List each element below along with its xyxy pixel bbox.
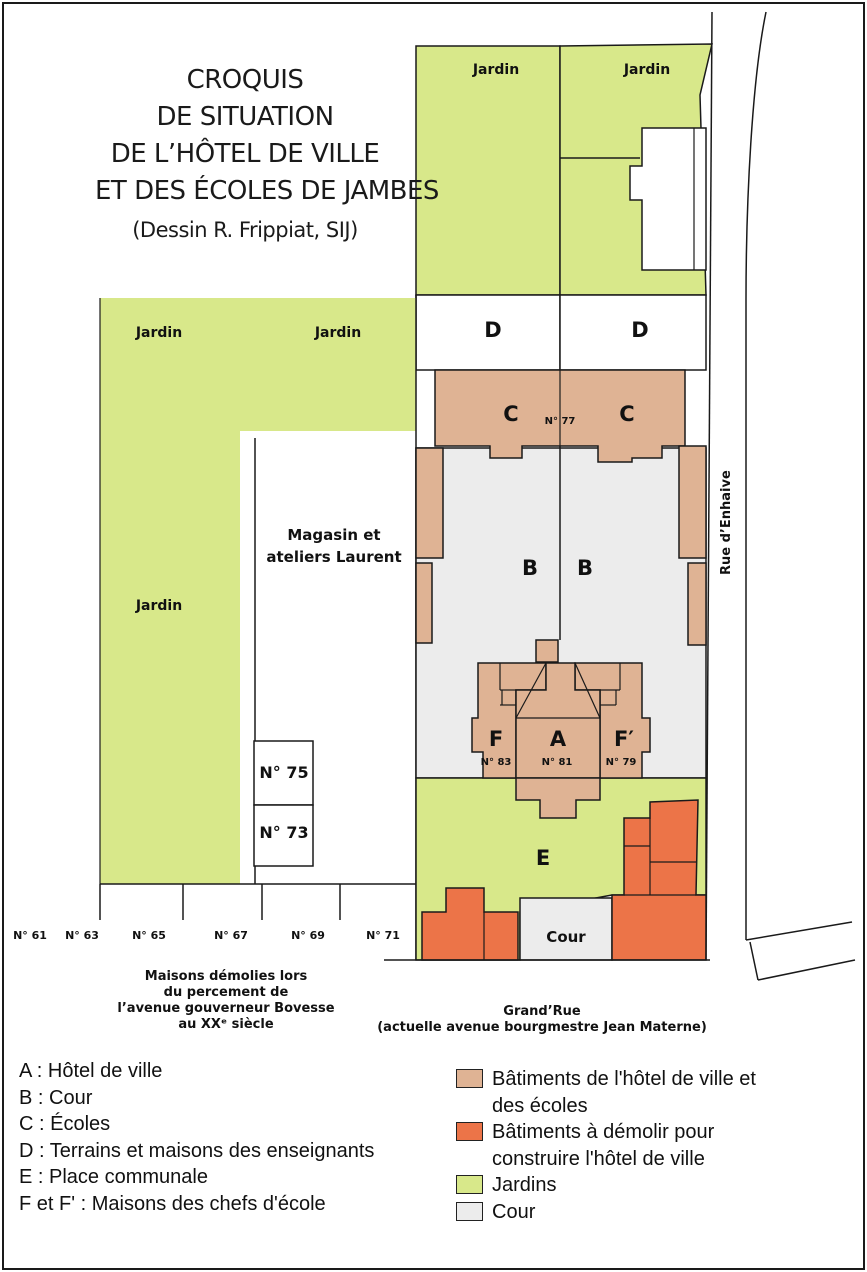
swatch-batiments	[456, 1069, 483, 1088]
label-no73: N° 73	[259, 823, 309, 842]
label-jardin-left-3: Jardin	[135, 598, 183, 614]
label-b-left: B	[521, 556, 539, 580]
label-c-left: C	[503, 402, 519, 426]
legend-demolir: Bâtiments à démolir pour construire l'hô…	[456, 1119, 756, 1172]
street-number-69: N° 69	[291, 929, 325, 942]
legend-cour-line-1: Cour	[492, 1200, 536, 1223]
legend-key-c: C : Écoles	[19, 1113, 111, 1136]
street-number-61: N° 61	[13, 929, 47, 942]
title-line-1: CROQUIS	[186, 65, 304, 95]
courtyard-small	[519, 897, 613, 961]
title-line-3: DE L’HÔTEL DE VILLE	[110, 139, 380, 169]
legend-key-a: A : Hôtel de ville	[19, 1060, 163, 1082]
title-line-2: DE SITUATION	[156, 102, 334, 132]
label-d-left: D	[484, 318, 502, 342]
street-number-63: N° 63	[65, 929, 99, 942]
legend-colors: Bâtiments de l'hôtel de ville et des éco…	[456, 1066, 756, 1226]
label-e: E	[535, 846, 551, 870]
label-f-prime: F′	[614, 727, 634, 751]
label-no77: N° 77	[544, 416, 576, 427]
swatch-demolir	[456, 1122, 483, 1142]
map-title: CROQUIS DE SITUATION DE L’HÔTEL DE VILLE…	[95, 62, 439, 249]
swatch-jardins	[456, 1175, 483, 1195]
plot-d-left	[415, 294, 561, 371]
note-grand-rue: Grand’Rue (actuelle avenue bourgmestre J…	[377, 1004, 707, 1036]
drawing-credit: (Dessin R. Frippiat, SIJ)	[132, 218, 358, 242]
note-maisons-demolies: Maisons démolies lors du percement de l’…	[117, 969, 334, 1033]
label-b-right: B	[576, 556, 594, 580]
house-no73	[253, 804, 314, 867]
legend-batiments: Bâtiments de l'hôtel de ville et des éco…	[456, 1066, 756, 1119]
label-no75: N° 75	[259, 763, 309, 782]
legend-key-f: F et F' : Maisons des chefs d'école	[19, 1192, 326, 1215]
note-maisons-line-1: Maisons démolies lors	[144, 969, 308, 984]
swatch-cour	[456, 1201, 483, 1221]
label-magasin-1: Magasin et	[287, 526, 381, 544]
note-maisons-line-3: l’avenue gouverneur Bovesse	[117, 1001, 335, 1016]
legend-batiments-line-1: Bâtiments de l'hôtel de ville et	[492, 1068, 756, 1090]
street-number-67: N° 67	[214, 929, 248, 942]
label-jardin-left-2: Jardin	[314, 325, 362, 341]
legend-batiments-line-2: des écoles	[492, 1094, 588, 1117]
legend-demolir-line-1: Bâtiments à démolir pour	[492, 1121, 715, 1144]
legend-key-e: E : Place communale	[19, 1166, 208, 1189]
title-line-4: ET DES ÉCOLES DE JAMBES	[95, 176, 439, 206]
legend-demolir-line-2: construire l'hôtel de ville	[492, 1147, 705, 1170]
street-number-65: N° 65	[132, 929, 166, 942]
note-maisons-line-2: du percement de	[163, 985, 289, 1000]
legend-key-b: B : Cour	[19, 1086, 93, 1109]
label-d-right: D	[631, 318, 649, 342]
note-grand-rue-line-1: Grand’Rue	[503, 1004, 581, 1019]
label-jardin-top-right: Jardin	[623, 62, 671, 78]
label-f: F	[488, 727, 504, 751]
label-magasin-2: ateliers Laurent	[266, 548, 402, 566]
legend-jardins: Jardins	[456, 1172, 756, 1199]
hotel-de-ville-group	[471, 662, 651, 819]
note-maisons-line-4: au XXᵉ siècle	[178, 1017, 274, 1032]
label-rue-enhaive: Rue d’Enhaive	[719, 470, 734, 575]
label-jardin-top-left: Jardin	[472, 62, 520, 78]
house-top-right	[629, 127, 707, 271]
legend-cour: Cour	[456, 1199, 756, 1226]
label-a: A	[549, 727, 567, 751]
legend-jardins-line-1: Jardins	[492, 1174, 557, 1197]
legend-key-d: D : Terrains et maisons des enseignants	[19, 1139, 375, 1162]
label-cour-small: Cour	[546, 928, 586, 946]
label-jardin-left-1: Jardin	[135, 325, 183, 341]
house-no75	[253, 740, 314, 806]
label-c-right: C	[619, 402, 635, 426]
legend-keys: A : Hôtel de ville B : Cour C : Écoles D…	[19, 1058, 374, 1218]
label-no79: N° 79	[605, 757, 637, 768]
label-no83: N° 83	[480, 757, 512, 768]
demolish-right	[611, 799, 707, 961]
label-no81: N° 81	[541, 757, 573, 768]
garden-top-left	[415, 45, 561, 296]
street-number-71: N° 71	[366, 929, 400, 942]
note-grand-rue-line-2: (actuelle avenue bourgmestre Jean Matern…	[377, 1020, 707, 1035]
garden-left	[100, 298, 416, 884]
